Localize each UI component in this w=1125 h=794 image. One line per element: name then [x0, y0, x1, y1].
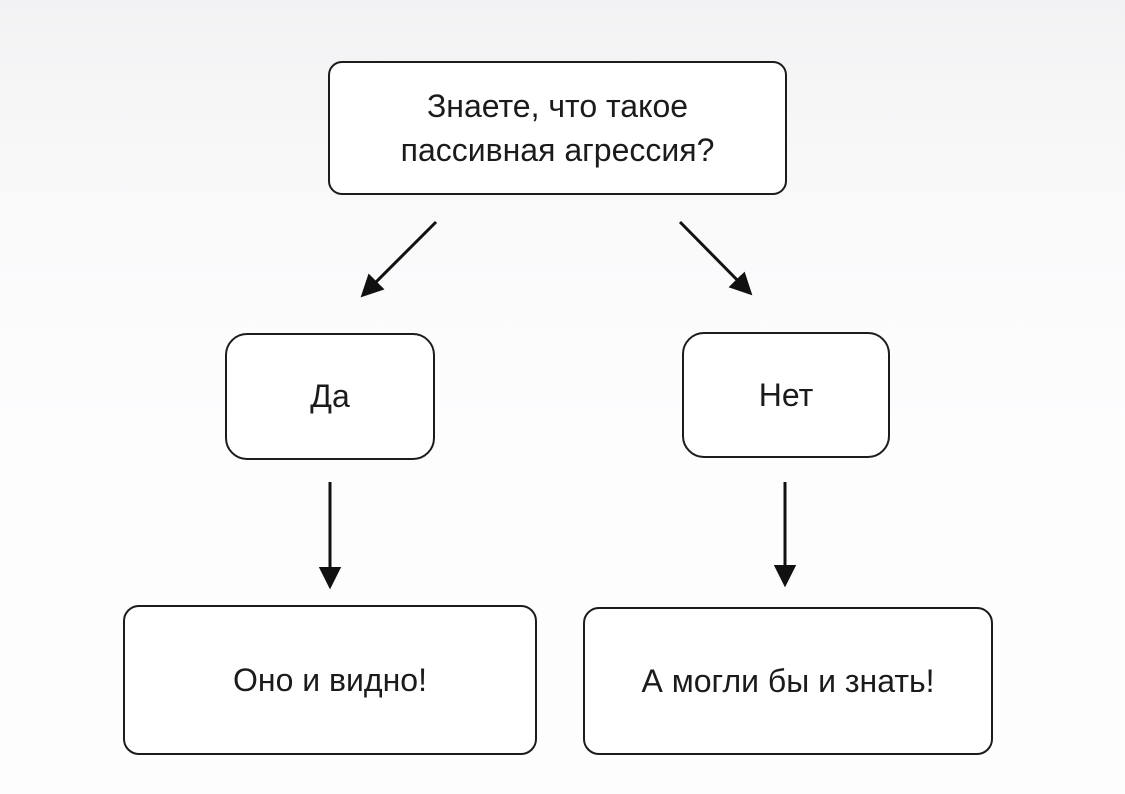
node-question-label: Знаете, что такое пассивная агрессия?: [400, 87, 715, 168]
arrow-question-to-no-icon: [678, 220, 753, 296]
node-question: Знаете, что такое пассивная агрессия?: [328, 61, 787, 195]
node-no: Нет: [682, 332, 890, 458]
node-yes-result: Оно и видно!: [123, 605, 537, 755]
node-no-label: Нет: [758, 376, 814, 413]
node-no-result-label: А могли бы и знать!: [641, 662, 935, 699]
node-yes-label: Да: [310, 378, 350, 415]
node-no-result: А могли бы и знать!: [583, 607, 993, 755]
node-yes-result-label: Оно и видно!: [233, 661, 427, 698]
arrow-question-to-yes-icon: [360, 220, 438, 298]
node-yes: Да: [225, 333, 435, 460]
